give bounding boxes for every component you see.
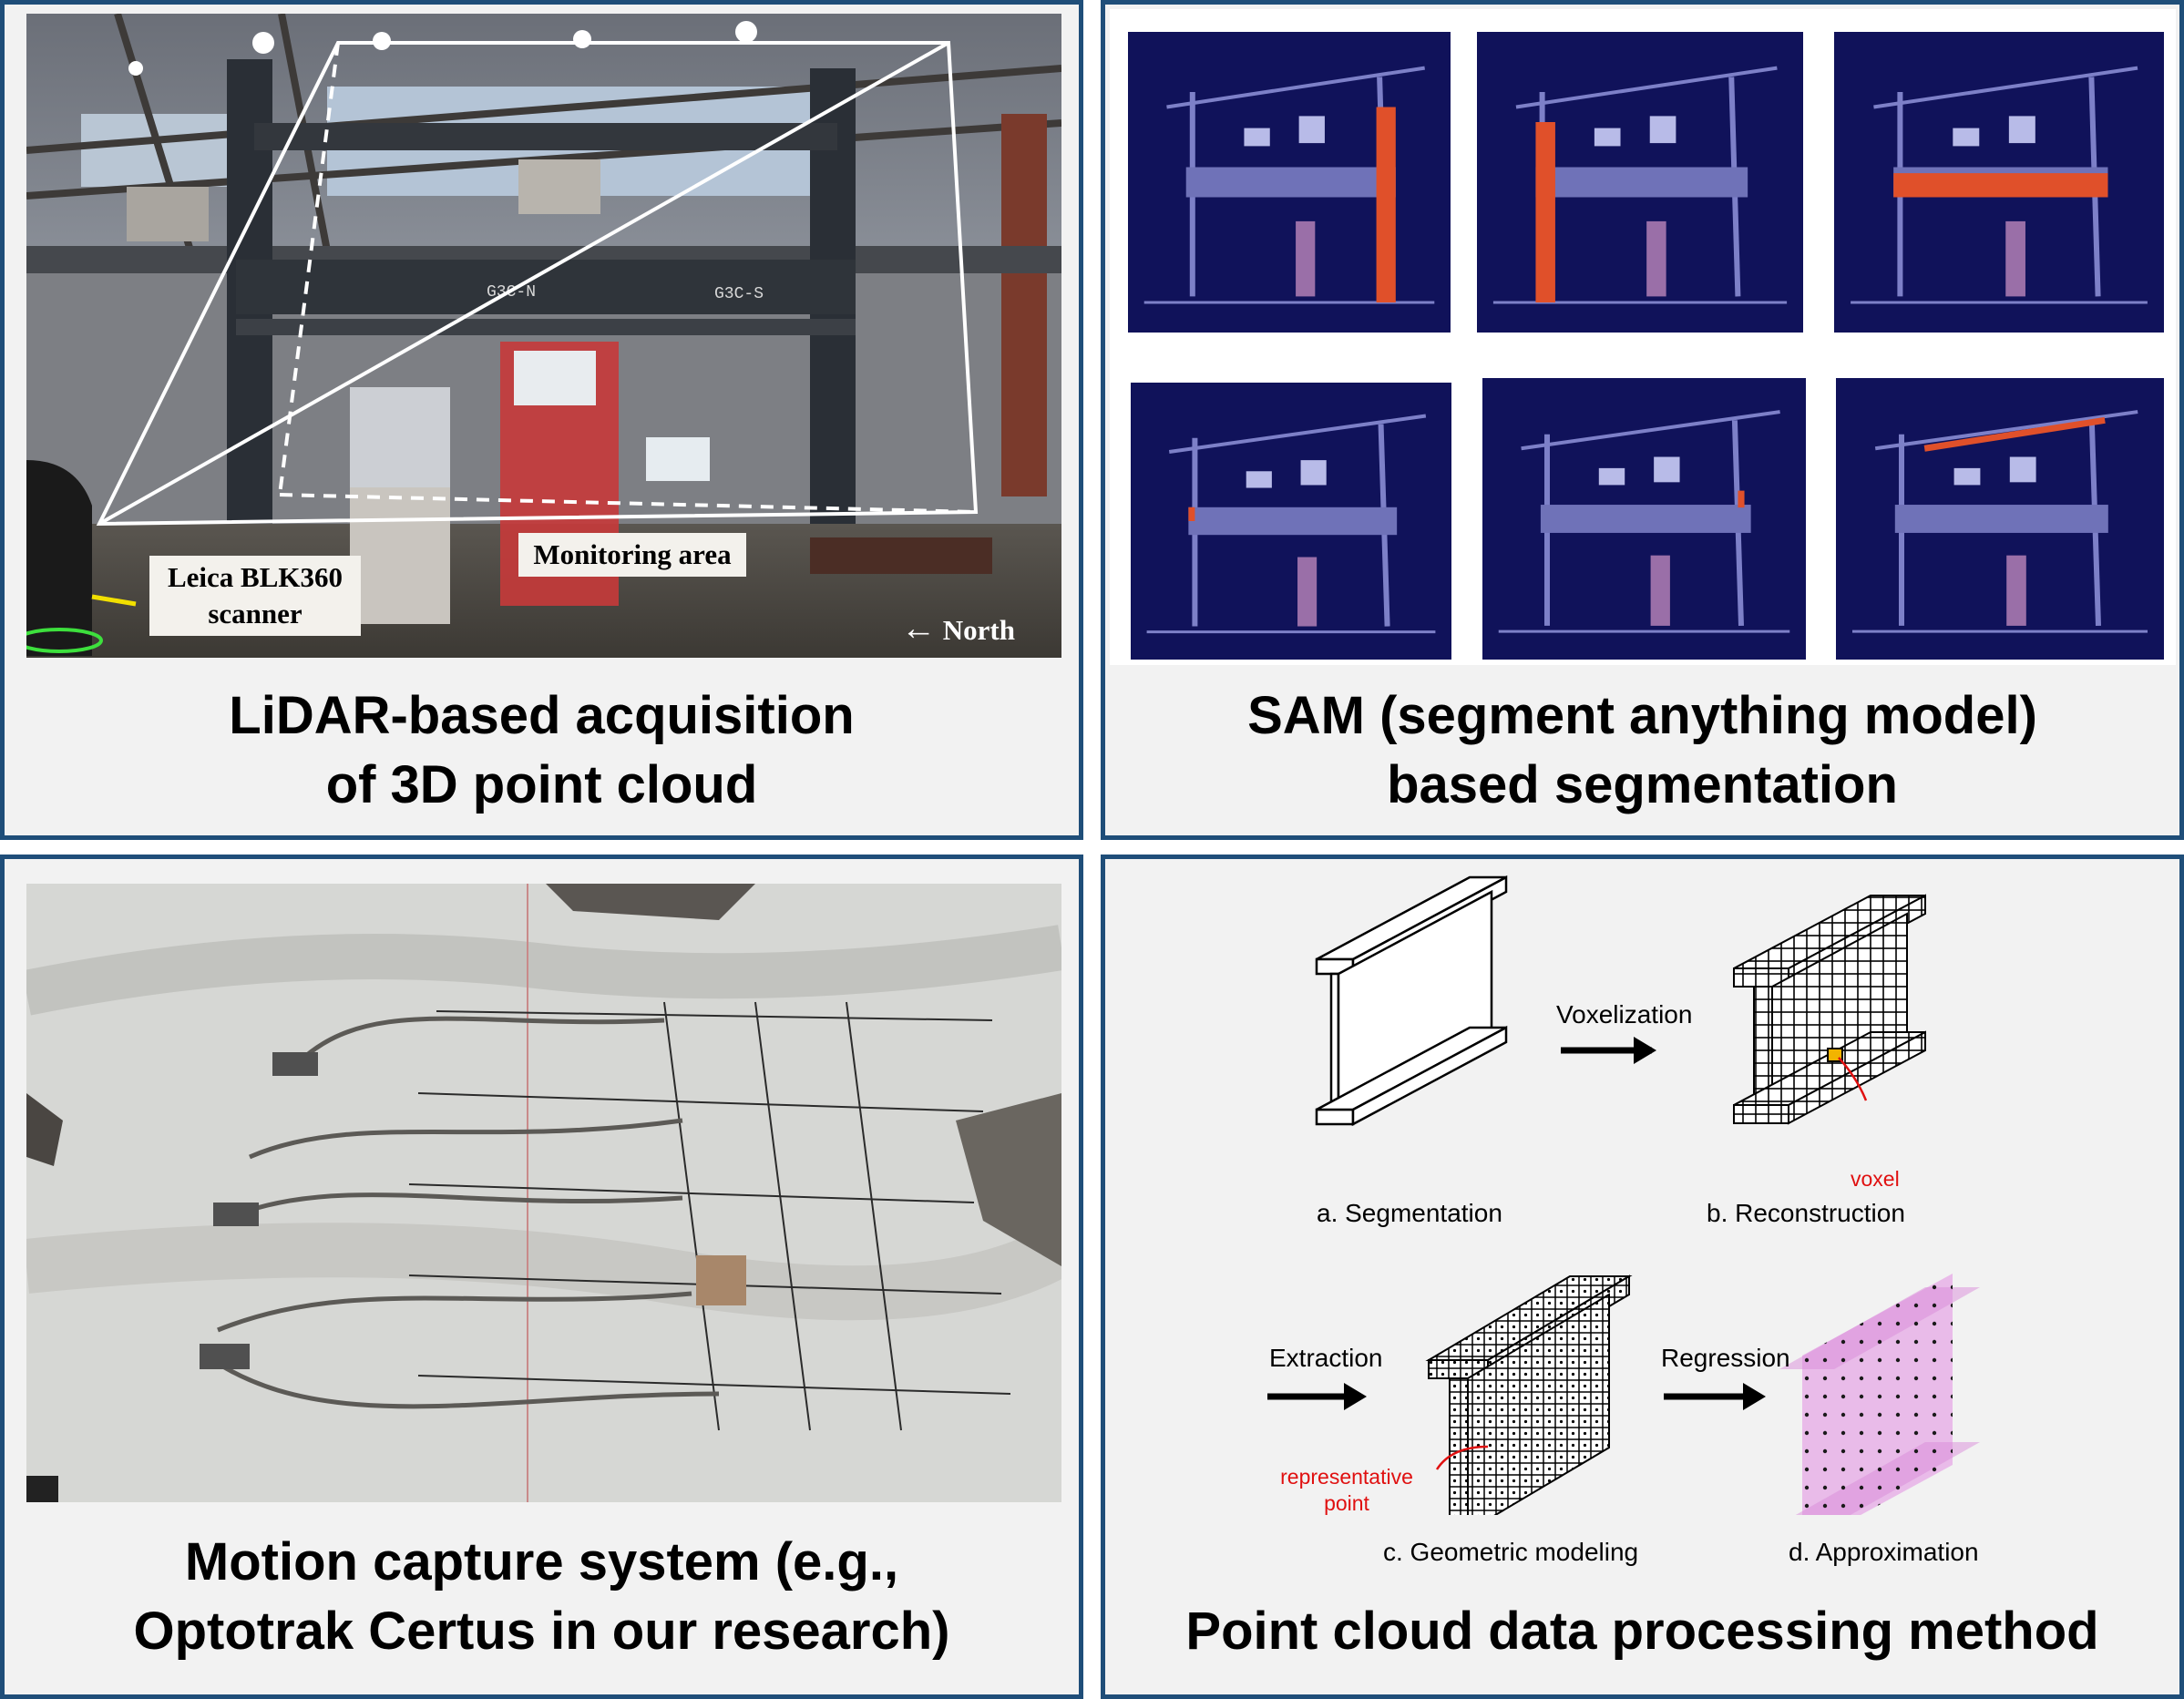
step-label-reconstruction: b. Reconstruction bbox=[1707, 1199, 1905, 1227]
sam-result-image-4 bbox=[1131, 383, 1451, 660]
sam-result-image-5 bbox=[1482, 378, 1806, 660]
arrow-extraction-icon bbox=[1267, 1383, 1367, 1410]
sam-frame-drawing bbox=[1146, 414, 1436, 634]
sam-frame-drawing bbox=[1498, 410, 1790, 633]
sam-caption: SAM (segment anything model) based segme… bbox=[1247, 686, 2037, 814]
sam-result-image-6 bbox=[1836, 378, 2164, 660]
representative-point-annotation: representative point bbox=[1280, 1465, 1413, 1515]
sam-frame-drawing bbox=[1852, 410, 2148, 633]
sam-frame-drawing bbox=[1492, 66, 1788, 304]
panel-motion-capture: Motion capture system (e.g., Optotrak Ce… bbox=[0, 855, 1083, 1699]
panel-processing-method: Voxelization Extraction Regression a. Se… bbox=[1101, 855, 2184, 1699]
lidar-caption: LiDAR-based acquisition of 3D point clou… bbox=[229, 686, 855, 814]
sam-result-image-2 bbox=[1477, 32, 1803, 333]
voxel-beam-reconstruction bbox=[1733, 894, 1926, 1125]
panel-lidar-acquisition: G3C-N G3C-S bbox=[0, 0, 1083, 840]
sam-result-image-3 bbox=[1834, 32, 2164, 333]
lidar-photo: G3C-N G3C-S bbox=[26, 14, 1061, 658]
arrow-left-icon: ← bbox=[901, 609, 936, 648]
processing-diagram bbox=[1267, 875, 1980, 1515]
motion-capture-caption: Motion capture system (e.g., Optotrak Ce… bbox=[133, 1532, 950, 1661]
approximation-surface bbox=[1779, 1274, 1980, 1515]
i-beam-segmentation bbox=[1315, 875, 1508, 1127]
arrow-label-voxelization: Voxelization bbox=[1556, 1000, 1693, 1029]
sam-frame-drawing bbox=[1851, 66, 2148, 304]
processing-caption: Point cloud data processing method bbox=[1185, 1602, 2099, 1661]
step-label-geometric-modeling: c. Geometric modeling bbox=[1383, 1538, 1639, 1566]
arrow-label-extraction: Extraction bbox=[1269, 1344, 1383, 1372]
scanner-label: Leica BLK360 scanner bbox=[149, 556, 361, 636]
specimen-surface-illustration bbox=[26, 884, 1061, 1502]
step-label-approximation: d. Approximation bbox=[1789, 1538, 1979, 1566]
monitoring-area-label: Monitoring area bbox=[518, 533, 746, 577]
voxel-beam-geometric-modeling bbox=[1425, 1274, 1633, 1515]
motion-capture-photo bbox=[26, 884, 1061, 1502]
arrow-voxelization-icon bbox=[1561, 1037, 1656, 1064]
step-label-segmentation: a. Segmentation bbox=[1317, 1199, 1502, 1227]
sam-frame-drawing bbox=[1143, 66, 1435, 304]
arrow-regression-icon bbox=[1664, 1383, 1766, 1410]
voxel-annotation: voxel bbox=[1851, 1167, 1900, 1191]
sam-image-grid bbox=[1110, 9, 2176, 665]
sam-result-image-1 bbox=[1128, 32, 1451, 333]
panel-sam-segmentation: SAM (segment anything model) based segme… bbox=[1101, 0, 2184, 840]
north-indicator: ← North bbox=[901, 609, 1015, 648]
arrow-label-regression: Regression bbox=[1661, 1344, 1790, 1372]
beam-mark-south: G3C-S bbox=[714, 285, 764, 303]
